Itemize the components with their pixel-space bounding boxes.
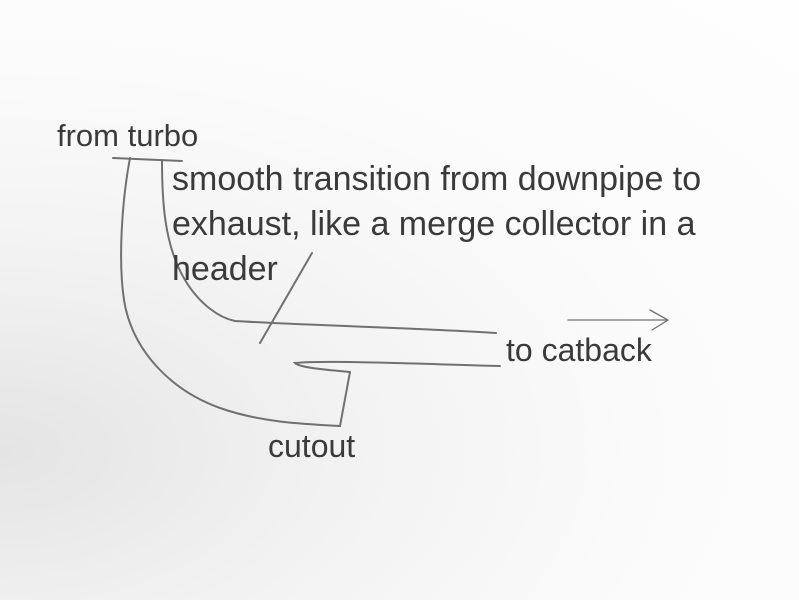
to-catback-label: to catback: [506, 332, 652, 368]
transition-description: smooth transition from downpipe to exhau…: [172, 157, 701, 292]
cutout-branch-wall: [292, 360, 501, 373]
pointer-line: [259, 252, 313, 344]
description-line: smooth transition from downpipe to: [172, 160, 702, 198]
from-turbo-label: from turbo: [57, 118, 199, 153]
pipe-top-cap: [112, 157, 183, 162]
pipe-inner-wall: [161, 159, 497, 334]
description-line: exhaust, like a merge collector in a: [172, 205, 696, 243]
cutout-label: cutout: [268, 428, 356, 464]
arrow-right-icon: [567, 309, 670, 331]
description-line: header: [172, 250, 278, 288]
pipe-outer-wall: [120, 157, 351, 428]
